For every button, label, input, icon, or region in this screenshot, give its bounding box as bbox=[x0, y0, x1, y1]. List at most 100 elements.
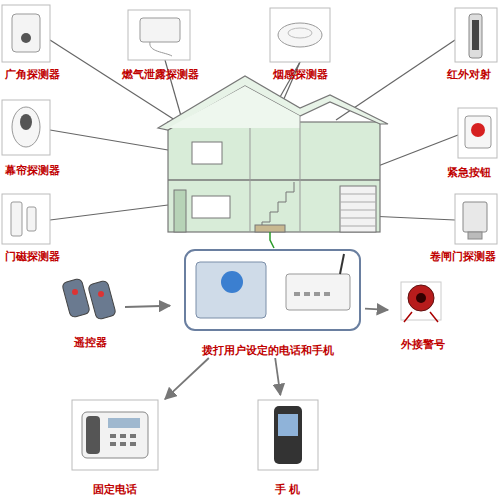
house-wall bbox=[168, 122, 380, 232]
siren-cone bbox=[416, 293, 426, 303]
node-label: 卷闸门探测器 bbox=[430, 250, 496, 264]
icon-frame bbox=[2, 100, 50, 155]
icon-frame bbox=[72, 400, 158, 470]
icon-frame bbox=[270, 8, 330, 62]
node-label: 手 机 bbox=[275, 483, 301, 497]
mobile-phone bbox=[274, 406, 302, 464]
pir-lens bbox=[21, 33, 31, 43]
siren-node: 外接警号 bbox=[388, 272, 458, 352]
keyfob-button bbox=[98, 291, 104, 297]
host-node: 拨打用户设定的电话和手机 bbox=[170, 248, 365, 358]
node-label: 外接警号 bbox=[401, 338, 445, 352]
icon-frame bbox=[128, 10, 190, 60]
icon-frame bbox=[455, 8, 497, 62]
gas-cord bbox=[150, 42, 172, 56]
detector-icons bbox=[2, 5, 497, 244]
sofa bbox=[255, 225, 285, 232]
connector-arrow bbox=[125, 306, 170, 307]
panel-speaker bbox=[221, 271, 243, 293]
shutter-detector-base bbox=[468, 232, 482, 239]
inner-wall bbox=[250, 128, 251, 232]
gas-detector bbox=[140, 18, 180, 42]
detector-node: 门磁探测器 bbox=[0, 192, 64, 264]
door bbox=[174, 190, 186, 232]
house-roof bbox=[158, 76, 388, 130]
siren-wire bbox=[404, 312, 438, 322]
detector-node: 广角探测器 bbox=[0, 4, 64, 82]
siren bbox=[408, 285, 434, 311]
node-label: 幕帘探测器 bbox=[5, 164, 60, 178]
rolling-door-slats bbox=[340, 194, 376, 226]
connector-arrow bbox=[365, 309, 388, 310]
panic-button bbox=[465, 116, 491, 148]
stairs bbox=[262, 182, 294, 230]
connector-arrow bbox=[165, 358, 209, 399]
dialer-keys bbox=[294, 292, 330, 296]
shutter-detector bbox=[463, 202, 487, 232]
icon-frame bbox=[455, 194, 497, 244]
window bbox=[192, 196, 230, 218]
node-label: 燃气泄露探测器 bbox=[122, 68, 199, 82]
leader-line bbox=[50, 205, 168, 220]
smoke-vent bbox=[288, 28, 312, 38]
phone-screen bbox=[108, 418, 140, 428]
alarm-host bbox=[185, 250, 360, 330]
phone-node: 手 机 bbox=[250, 395, 325, 497]
node-label: 拨打用户设定的电话和手机 bbox=[202, 344, 334, 358]
node-label: 固定电话 bbox=[93, 483, 137, 497]
antenna bbox=[340, 254, 344, 274]
remote-icon bbox=[62, 278, 117, 320]
landline-icon bbox=[72, 400, 158, 470]
detector-node: 卷闸门探测器 bbox=[428, 192, 498, 264]
smoke-detector bbox=[278, 23, 322, 47]
node-label: 烟感探测器 bbox=[273, 68, 328, 82]
detector-node: 红外对射 bbox=[440, 6, 498, 82]
remote-node: 遥控器 bbox=[55, 266, 125, 350]
floor-line bbox=[168, 179, 380, 181]
house-wire bbox=[270, 232, 274, 248]
house-gable bbox=[168, 86, 300, 128]
curtain-detector bbox=[12, 107, 40, 147]
infrared-lens bbox=[472, 20, 479, 50]
keyfob-button bbox=[72, 289, 78, 295]
detector-node: 紧急按钮 bbox=[440, 106, 498, 180]
icon-frame bbox=[258, 400, 318, 470]
panic-button-red bbox=[471, 123, 485, 137]
mobile-icon bbox=[258, 400, 318, 470]
mobile-screen bbox=[278, 414, 298, 436]
pir-detector bbox=[12, 14, 40, 52]
keyfob bbox=[88, 280, 117, 320]
detector-node: 幕帘探测器 bbox=[0, 98, 64, 178]
connector-arrow bbox=[275, 358, 280, 395]
icon-frame bbox=[458, 108, 497, 158]
window bbox=[192, 142, 222, 164]
node-label: 广角探测器 bbox=[5, 68, 60, 82]
node-label: 门磁探测器 bbox=[5, 250, 60, 264]
node-label: 遥控器 bbox=[74, 336, 107, 350]
rolling-door bbox=[340, 186, 376, 232]
curtain-lens bbox=[20, 114, 32, 130]
desk-phone bbox=[82, 412, 148, 458]
leader-line bbox=[50, 130, 168, 150]
icon-frame bbox=[2, 5, 50, 62]
gsm-dialer bbox=[286, 274, 350, 310]
house bbox=[158, 76, 388, 248]
siren-icon bbox=[401, 282, 441, 322]
inner-wall bbox=[300, 116, 301, 232]
phone-node: 固定电话 bbox=[65, 395, 165, 497]
detector-node: 烟感探测器 bbox=[262, 6, 338, 82]
detector-node: 燃气泄露探测器 bbox=[112, 8, 208, 82]
keyfob bbox=[62, 278, 91, 318]
handset bbox=[86, 416, 100, 454]
icon-frame bbox=[2, 194, 50, 244]
host-frame bbox=[185, 250, 360, 330]
icon-frame bbox=[401, 282, 441, 320]
door-magnet bbox=[11, 202, 22, 236]
control-panel bbox=[196, 262, 266, 318]
phone-keys bbox=[110, 434, 136, 446]
node-label: 紧急按钮 bbox=[447, 166, 491, 180]
